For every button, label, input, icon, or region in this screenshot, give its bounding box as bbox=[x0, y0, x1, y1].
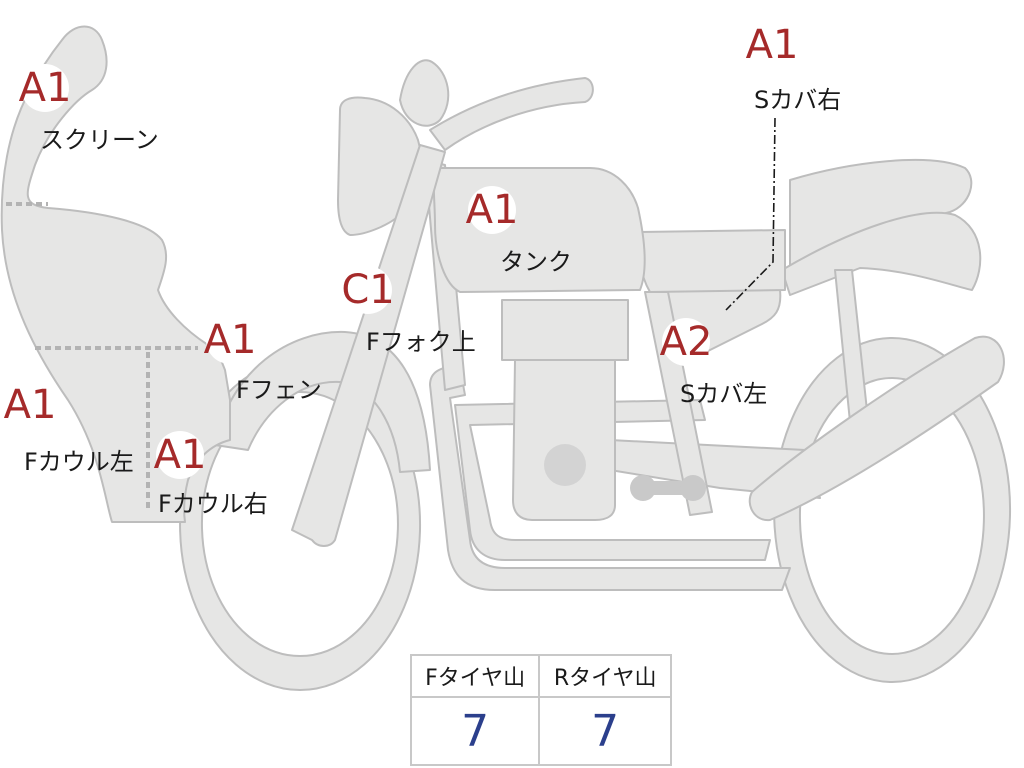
rear-tire-header: Rタイヤ山 bbox=[538, 654, 672, 698]
side-cover-right-shape bbox=[637, 229, 786, 293]
part-label-side-cover-right: Sカバ右 bbox=[754, 86, 842, 114]
part-label-tank: タンク bbox=[500, 248, 572, 276]
frame-rear-tube bbox=[644, 291, 713, 516]
grade-badge-tank: A1 bbox=[465, 186, 519, 234]
mirror bbox=[399, 59, 450, 127]
engine bbox=[512, 357, 616, 521]
muffler bbox=[748, 335, 1005, 522]
axle-bolt bbox=[630, 475, 706, 501]
tire-tread-table: Fタイヤ山 Rタイヤ山 7 7 bbox=[409, 654, 672, 766]
part-label-screen: スクリーン bbox=[40, 126, 159, 154]
rear-tire-value: 7 bbox=[538, 696, 672, 766]
engine-cover bbox=[544, 444, 586, 486]
part-label-front-cowl-left: Fカウル左 bbox=[24, 448, 134, 476]
front-fork bbox=[291, 144, 446, 547]
engine-head bbox=[501, 299, 629, 361]
front-tire-value: 7 bbox=[409, 696, 541, 766]
part-label-side-cover-left: Sカバ左 bbox=[680, 380, 768, 408]
grade-badge-front-fork-upper: C1 bbox=[341, 266, 395, 314]
front-tire-header: Fタイヤ山 bbox=[409, 654, 541, 698]
grade-badge-screen: A1 bbox=[18, 64, 72, 112]
tire-table-header-row: Fタイヤ山 Rタイヤ山 bbox=[409, 654, 672, 698]
handlebar bbox=[429, 77, 594, 151]
part-label-front-fender: Fフェン bbox=[236, 376, 322, 404]
exhaust-pipe-upper bbox=[454, 399, 771, 561]
grade-badge-front-cowl-left: A1 bbox=[3, 381, 57, 429]
grade-badge-side-cover-left: A2 bbox=[659, 318, 713, 366]
grade-badge-front-fender: A1 bbox=[203, 316, 257, 364]
part-label-front-fork-upper: Fフォク上 bbox=[366, 328, 476, 356]
grade-badge-side-cover-right: A1 bbox=[745, 21, 799, 69]
cowl-division-lines bbox=[6, 202, 198, 512]
rear-frame bbox=[781, 211, 982, 296]
part-label-front-cowl-right: Fカウル右 bbox=[158, 490, 268, 518]
side-cover-right-leader bbox=[725, 117, 776, 311]
rear-wheel bbox=[773, 337, 1012, 683]
grade-badge-front-cowl-right: A1 bbox=[153, 431, 207, 479]
tire-table-value-row: 7 7 bbox=[409, 696, 672, 766]
